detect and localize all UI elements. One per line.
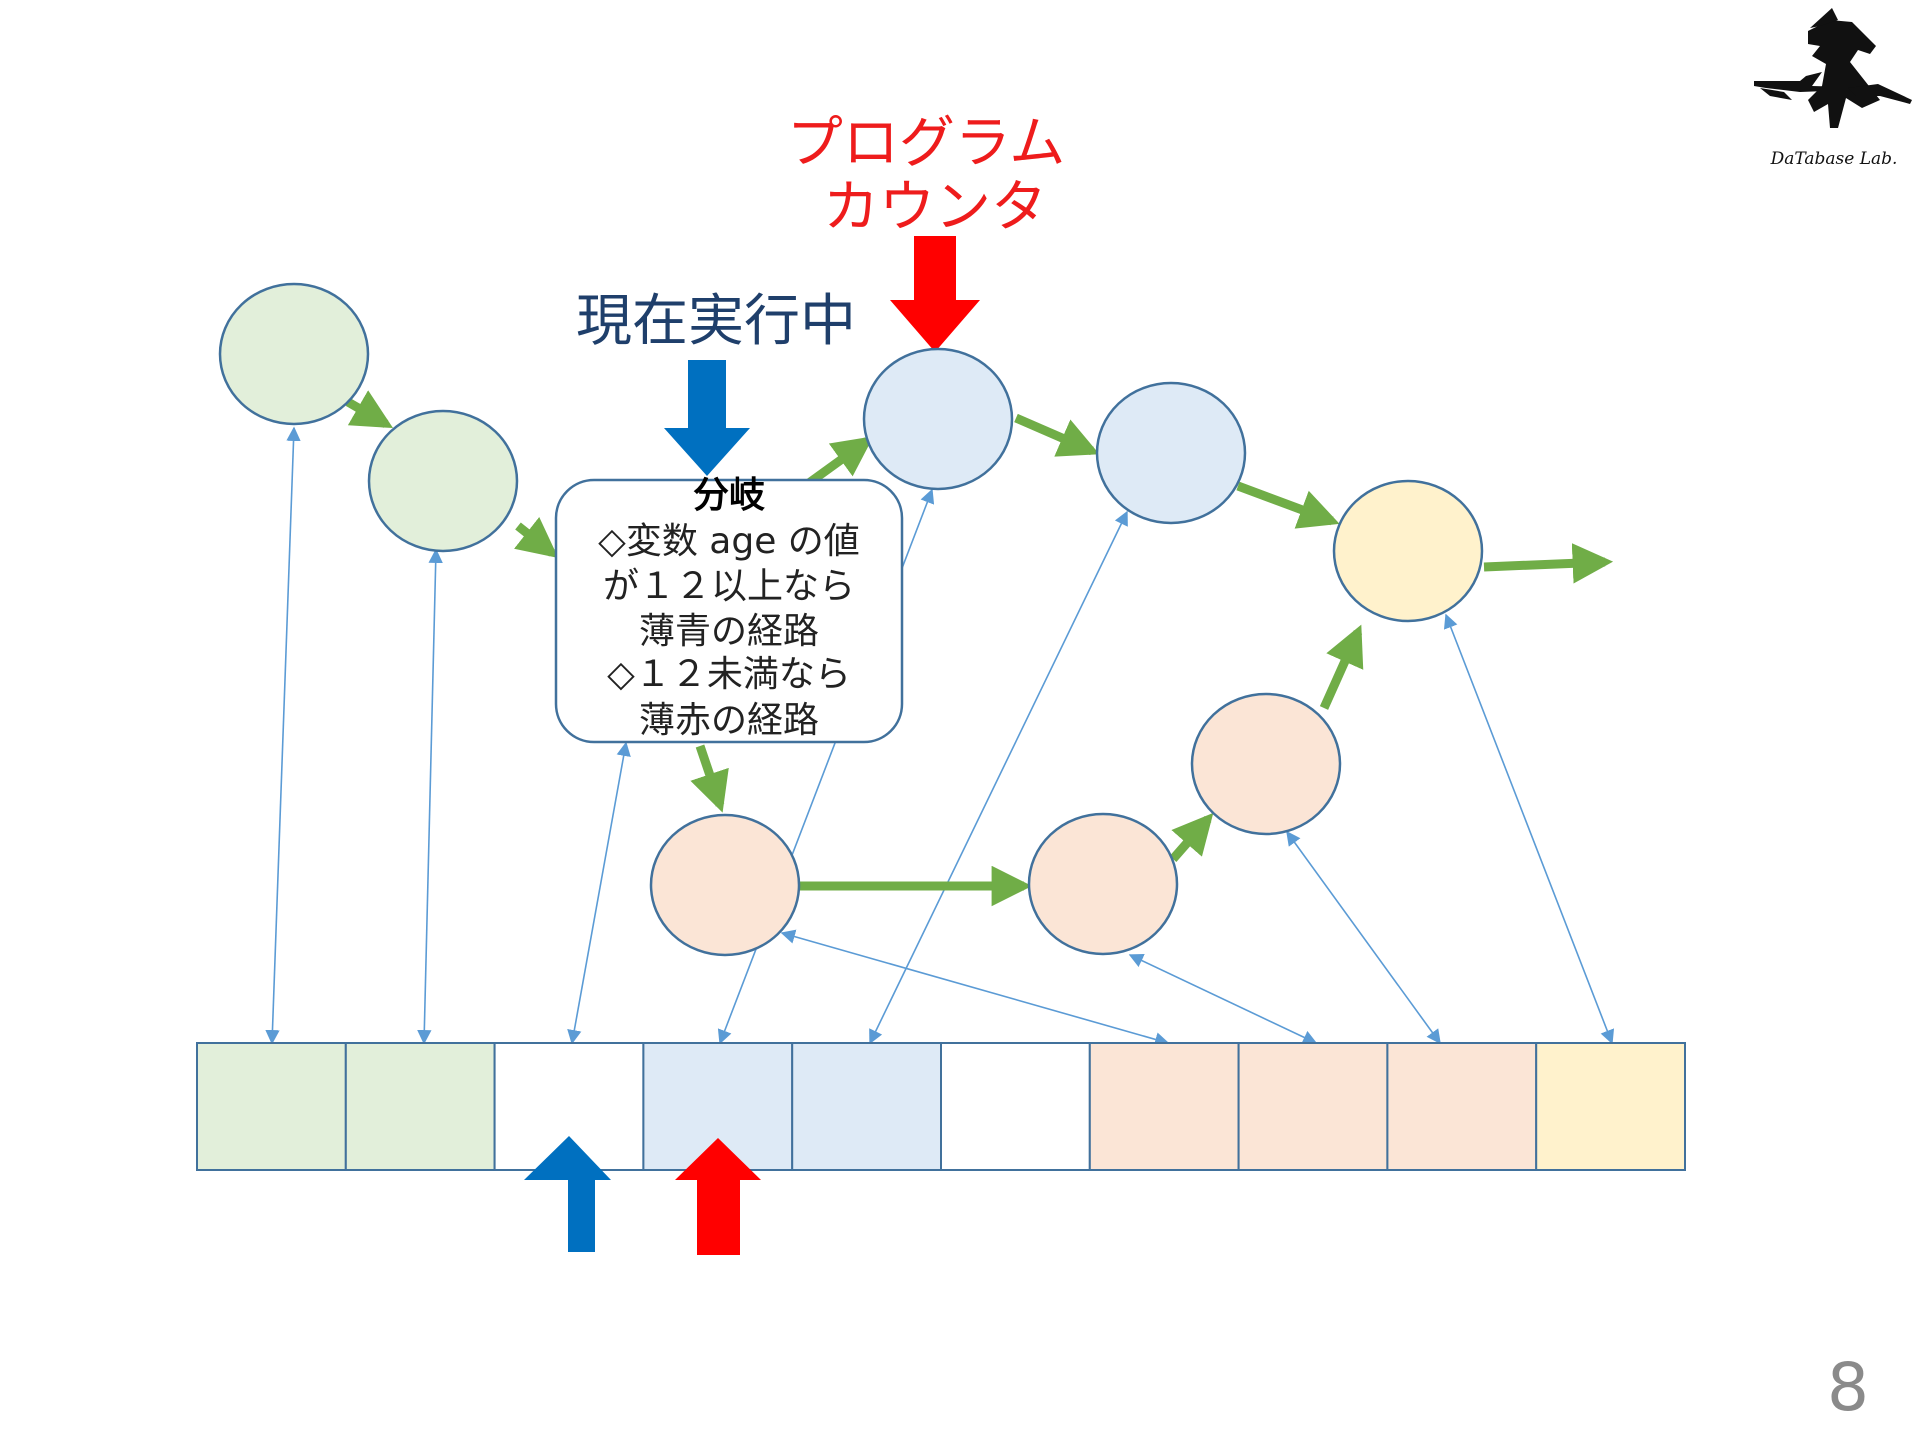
flow-arrow <box>1319 624 1364 710</box>
node-blue-2 <box>1095 381 1247 525</box>
program-counter-arrow <box>890 236 980 352</box>
link-line <box>869 510 1128 1045</box>
node-green-2 <box>367 409 519 553</box>
flow-arrow <box>345 390 394 429</box>
flow-arrow <box>1014 413 1100 457</box>
memory-cell-green <box>344 1042 496 1171</box>
memory-cell-white <box>940 1042 1091 1171</box>
link-line <box>265 426 301 1045</box>
memory-cell-yellow <box>1535 1042 1686 1171</box>
flow-arrow <box>1169 812 1214 862</box>
flow-arrow <box>1483 543 1614 584</box>
witch-on-broom-icon <box>1754 8 1912 128</box>
memory-cell-red <box>1088 1042 1240 1171</box>
flow-arrow <box>690 744 729 813</box>
flow-nodes <box>218 282 1484 957</box>
node-red-2 <box>1027 812 1179 956</box>
link-line <box>1443 613 1615 1045</box>
logo-text: DaTabase Lab. <box>1770 149 1898 169</box>
memory-cell-red <box>1386 1042 1538 1171</box>
program-counter-label: プログラム カウンタ <box>787 111 1083 240</box>
branch-box-title: 分岐 <box>693 475 765 516</box>
node-blue-1 <box>862 347 1014 491</box>
memory-cell-green <box>196 1042 347 1171</box>
currently-executing-label: 現在実行中 <box>576 289 856 354</box>
branch-box-line: ◇変数 age の値 <box>598 521 860 562</box>
flow-arrow <box>514 516 559 559</box>
program-counter-pointer <box>675 1138 761 1255</box>
branch-box-frame <box>554 478 904 744</box>
current-execution-arrow <box>664 360 750 476</box>
node-red-3 <box>1190 692 1342 836</box>
memory-cell-blue <box>791 1042 943 1171</box>
node-yellow <box>1332 479 1484 623</box>
link-line <box>417 548 443 1045</box>
node-green-1 <box>218 282 370 426</box>
branch-box-line: が１２以上なら <box>603 566 855 607</box>
current-execution-pointer <box>524 1136 611 1252</box>
branch-box-line: 薄青の経路 <box>639 611 819 652</box>
flow-arrow <box>1236 481 1340 529</box>
page-number: 8 <box>1827 1349 1869 1426</box>
branch-box: 分岐 ◇変数 age の値 が１２以上なら 薄青の経路 ◇１２未満なら 薄赤の経… <box>554 475 904 744</box>
node-red-1 <box>649 813 801 957</box>
link-line <box>1286 830 1441 1045</box>
link-line <box>567 741 631 1045</box>
link-line <box>780 929 1170 1047</box>
memory-cell-red <box>1237 1042 1389 1171</box>
branch-box-line: ◇１２未満なら <box>607 654 851 695</box>
branch-box-line: 薄赤の経路 <box>639 700 819 741</box>
link-line <box>1128 954 1318 1044</box>
memory-strip <box>196 1042 1686 1171</box>
database-lab-logo: DaTabase Lab. <box>1754 8 1912 169</box>
